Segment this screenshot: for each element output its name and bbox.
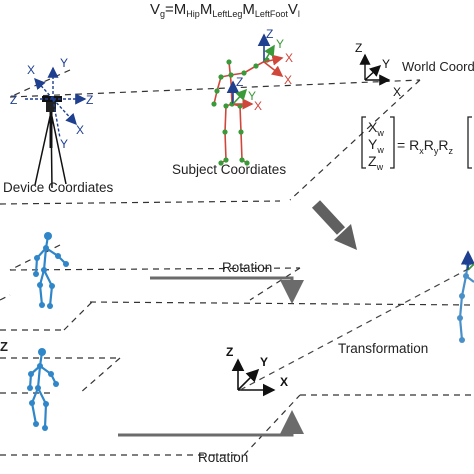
device-coords-label: Device Coordiates: [3, 180, 114, 195]
blue-skeleton-2: [28, 351, 57, 429]
device-x-label: X: [27, 63, 35, 77]
svg-text:Yw: Yw: [368, 136, 384, 155]
svg-text:Xw: Xw: [368, 119, 384, 138]
svg-text:Y: Y: [276, 37, 284, 51]
transform-axes: [231, 358, 276, 397]
blue-skeleton-1-joints: [33, 232, 69, 309]
svg-text:Vg=MHipMLeftLegMLeftFootVl: Vg=MHipMLeftLegMLeftFootVl: [150, 1, 300, 19]
device-axis-labels: Y X Z X Z Y: [10, 56, 93, 151]
lower-plane: [0, 301, 474, 456]
svg-text:Z: Z: [236, 75, 243, 89]
svg-text:X: X: [284, 73, 292, 87]
rotation-bottom-label: Rotation: [198, 450, 248, 465]
transformation-label: Transformation: [338, 341, 428, 356]
transform-axis-labels: Z Y X: [226, 345, 288, 389]
process-arrow: [311, 200, 357, 250]
svg-text:X: X: [254, 99, 262, 113]
svg-text:X: X: [285, 51, 293, 65]
world-axis-labels: Z Y X: [355, 41, 401, 99]
device-axes: [25, 66, 87, 139]
device-z2-label: Z: [10, 93, 17, 107]
svg-text:Y: Y: [260, 355, 268, 369]
blue-skeleton-2-joints: [27, 348, 59, 431]
device-y2-label: Y: [60, 137, 68, 151]
cut-z-label: Z: [0, 339, 8, 354]
blue-skeleton-1: [34, 235, 67, 307]
world-coords-label: World Coordinates: [402, 59, 474, 74]
matrix-equation: Xw Yw Zw = RxRyRz: [361, 116, 472, 172]
device-z-label: Z: [86, 93, 93, 107]
svg-text:Y: Y: [248, 89, 256, 103]
right-small-axes: [460, 250, 474, 271]
svg-text:Z: Z: [266, 27, 273, 41]
svg-text:Z: Z: [355, 41, 362, 55]
subject-axis-labels: Z Y X Z Y X X: [236, 27, 293, 113]
device-x2-label: X: [76, 123, 84, 137]
svg-text:Zw: Zw: [368, 153, 384, 172]
transform-dashed-line: [239, 267, 471, 391]
device-y-label: Y: [60, 56, 68, 70]
rotation-top-label: Rotation: [222, 260, 272, 275]
formula: Vg=MHipMLeftLegMLeftFootVl: [150, 1, 300, 19]
rotation-arrow-bottom: [118, 410, 304, 437]
svg-text:X: X: [280, 375, 288, 389]
world-axes: [359, 53, 391, 86]
svg-text:= RxRyRz: = RxRyRz: [397, 137, 453, 156]
svg-text:X: X: [393, 85, 401, 99]
svg-text:Y: Y: [382, 57, 390, 71]
rotation-arrow-top: [150, 276, 304, 304]
svg-text:Z: Z: [226, 345, 233, 359]
subject-axes: [226, 33, 284, 110]
subject-coords-label: Subject Coordiates: [172, 162, 286, 177]
